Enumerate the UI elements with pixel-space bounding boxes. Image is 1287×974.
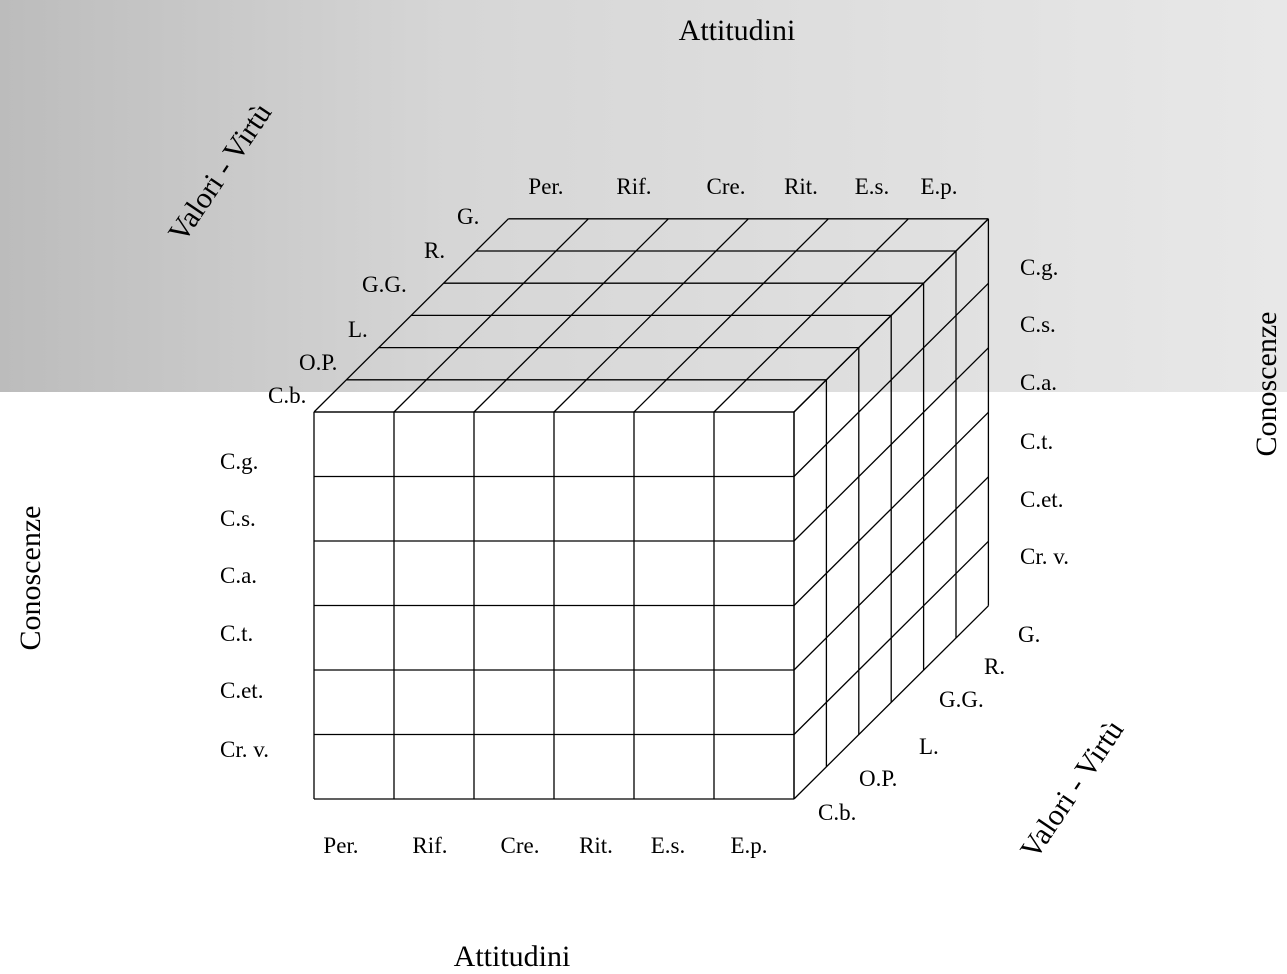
valori-top-label: G.	[457, 204, 479, 229]
conoscenze-right-label: C.a.	[1020, 370, 1057, 395]
title-conoscenze-left: Conoscenze	[14, 506, 47, 651]
top-gray-band	[0, 0, 1287, 392]
attitudini-top-label: E.p.	[920, 174, 957, 199]
attitudini-bottom-label: E.p.	[730, 833, 767, 858]
attitudini-bottom-label: Per.	[323, 833, 358, 858]
conoscenze-left-label: C.et.	[220, 678, 263, 703]
conoscenze-left-label: C.t.	[220, 621, 253, 646]
attitudini-top-label: Per.	[528, 174, 563, 199]
conoscenze-left-label: Cr. v.	[220, 737, 269, 762]
attitudini-top-label: Rif.	[616, 174, 651, 199]
attitudini-bottom-label: Cre.	[501, 833, 540, 858]
conoscenze-left-label: C.g.	[220, 449, 258, 474]
attitudini-top-label: Cre.	[707, 174, 746, 199]
attitudini-bottom-label: Rit.	[579, 833, 613, 858]
conoscenze-right-label: C.t.	[1020, 429, 1053, 454]
title-valori-top: Valori - Virtù	[162, 97, 278, 248]
title-attitudini-top: Attitudini	[679, 14, 796, 47]
title-valori-bottom: Valori - Virtù	[1014, 714, 1130, 865]
valori-bottom-label: R.	[984, 654, 1005, 679]
valori-bottom-label: L.	[919, 734, 939, 759]
valori-bottom-label: G.	[1018, 622, 1040, 647]
cube-grid	[313, 218, 990, 800]
attitudini-top-label: E.s.	[855, 174, 890, 199]
valori-top-label: O.P.	[299, 350, 337, 375]
valori-bottom-label: O.P.	[859, 766, 897, 791]
attitudini-bottom-label: E.s.	[651, 833, 686, 858]
title-conoscenze-right: Conoscenze	[1250, 312, 1283, 457]
valori-top-label: L.	[348, 317, 368, 342]
conoscenze-right-label: Cr. v.	[1020, 544, 1069, 569]
conoscenze-left-label: C.s.	[220, 506, 256, 531]
attitudini-bottom-label: Rif.	[412, 833, 447, 858]
conoscenze-right-label: C.g.	[1020, 255, 1058, 280]
title-attitudini-bottom: Attitudini	[454, 940, 571, 973]
valori-top-label: G.G.	[362, 272, 407, 297]
valori-top-label: R.	[424, 238, 445, 263]
attitudini-top-label: Rit.	[784, 174, 818, 199]
conoscenze-left-label: C.a.	[220, 563, 257, 588]
conoscenze-right-label: C.et.	[1020, 487, 1063, 512]
right-grid-line	[793, 605, 989, 800]
valori-bottom-label: C.b.	[818, 800, 856, 825]
conoscenze-right-label: C.s.	[1020, 312, 1056, 337]
valori-top-label: C.b.	[268, 383, 306, 408]
valori-bottom-label: G.G.	[939, 687, 984, 712]
